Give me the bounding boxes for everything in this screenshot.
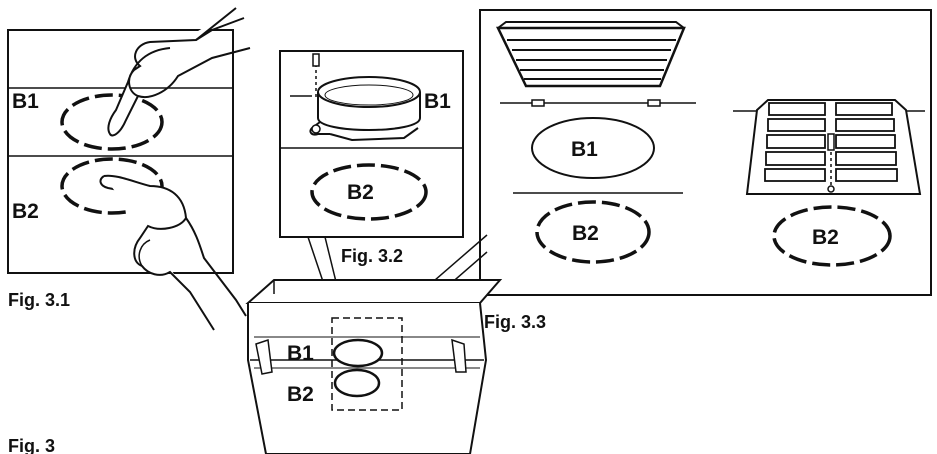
b1-knockout-circle [60,93,164,151]
fig-3-1-b2-label: B2 [12,200,39,223]
fig-3-3-panel: B1 B2 B2 Fig. 3.3 [479,9,932,332]
fig-3-2-b2-label: B2 [347,181,374,204]
fig-3-b1-label: B1 [287,342,314,365]
fig-3-1-b1-label: B1 [12,90,39,113]
fig-3-1-panel: B1 B2 Fig. 3.1 [7,7,251,331]
fig-3-3-caption: Fig. 3.3 [484,312,546,332]
fig-3-2-b1-label: B1 [424,90,451,113]
screw-icon [312,53,320,67]
fig-3-3-b2-label-right: B2 [812,226,839,249]
pressing-hand-upper [107,7,237,137]
b2-knockout-circle-left [535,200,651,264]
fig-3-2-caption: Fig. 3.2 [341,246,403,266]
fig-3-3-b1-label: B1 [571,138,598,161]
fig-3-2-panel: B1 B2 Fig. 3.2 [279,50,464,266]
duct-collar [309,76,421,142]
screw-icon [827,133,835,151]
fig-3-caption: Fig. 3 [8,436,55,454]
grille-angled [496,21,686,88]
b1-opening [531,117,655,179]
b2-knockout-circle-right [772,205,892,267]
b1-opening [332,338,384,368]
knockout-area-outline [331,317,403,411]
b2-knockout-circle [310,163,428,221]
fig-3-1-caption: Fig. 3.1 [8,290,70,310]
fig-3-b2-label: B2 [287,383,314,406]
fig-3-housing: B1 B2 [245,279,503,454]
fig-3-3-b2-label-left: B2 [572,222,599,245]
b2-opening [333,368,381,398]
b2-knockout-circle [60,157,164,215]
